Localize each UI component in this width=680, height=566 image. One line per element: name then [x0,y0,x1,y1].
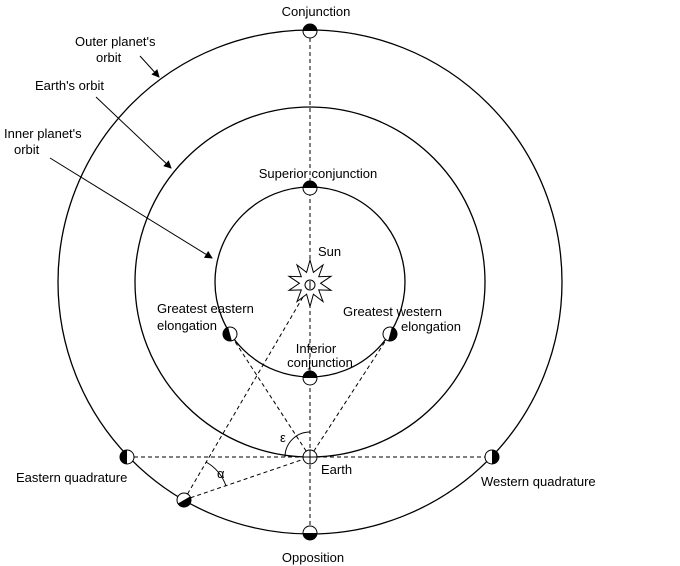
planet-greatest-eastern-elongation [222,326,238,342]
label-alpha: α [217,466,225,481]
planet-opposition [302,525,318,541]
planet-superior-conjunction [302,180,318,196]
label-eastern-quadrature: Eastern quadrature [16,470,127,485]
label-epsilon: ε [280,430,286,445]
label-superior-conjunction: Superior conjunction [259,166,378,181]
label-inferior-line2: conjunction [287,355,353,370]
outer-orbit-pointer [139,55,160,78]
sun-icon [287,258,333,309]
label-opposition: Opposition [282,550,344,565]
label-earth: Earth [321,462,352,477]
label-greatest-eastern-line2: elongation [157,318,217,333]
western-elongation-sightline [309,333,391,458]
label-greatest-western-line2: elongation [401,319,461,334]
label-greatest-western-line1: Greatest western [343,304,442,319]
eastern-elongation-sightline [229,333,311,458]
label-conjunction: Conjunction [282,4,351,19]
label-sun: Sun [318,244,341,259]
earth-orbit-pointer [95,96,172,169]
label-inner-orbit-line2: orbit [14,142,40,157]
label-inferior-line1: Inferior [296,341,337,356]
planet-western-quadrature [484,449,500,465]
alpha-angle-arc [205,461,227,487]
planet-greatest-western-elongation [382,326,398,342]
label-greatest-eastern-line1: Greatest eastern [157,301,254,316]
planet-inferior-conjunction [302,370,318,386]
label-outer-orbit-line2: orbit [96,50,122,65]
label-outer-orbit-line1: Outer planet's [75,34,156,49]
epsilon-angle-arc [284,431,311,458]
label-inner-orbit-line1: Inner planet's [4,126,82,141]
planet-earth-line [183,456,311,501]
label-western-quadrature: Western quadrature [481,474,596,489]
label-earth-orbit: Earth's orbit [35,78,104,93]
planet-alpha-position [176,492,192,508]
earth-icon [302,449,318,465]
inner-orbit-pointer [49,157,213,259]
planet-eastern-quadrature [119,449,135,465]
planet-conjunction [302,23,318,39]
